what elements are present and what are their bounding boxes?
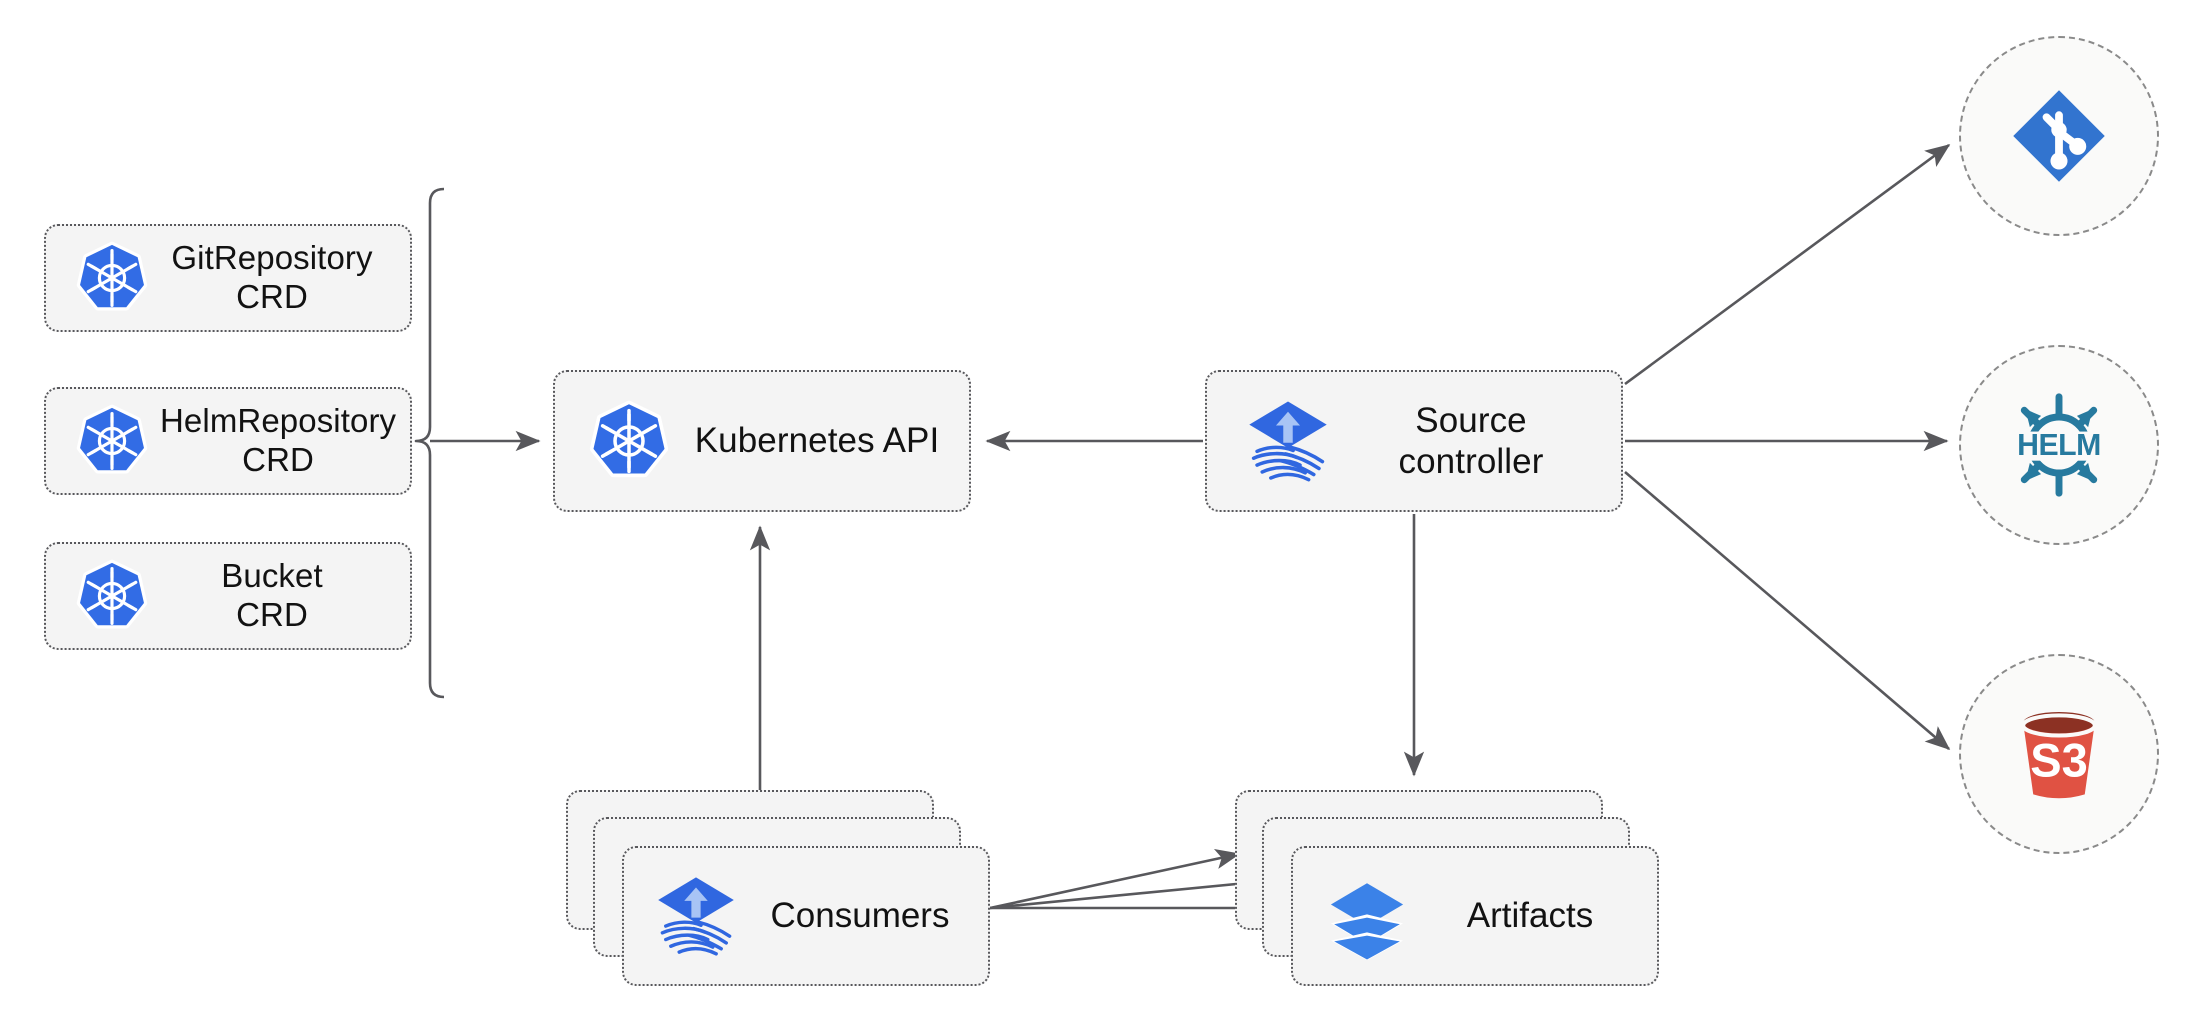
layers-icon [1315,875,1419,961]
node-label: Consumers [770,896,950,935]
node-label: Kubernetes API [694,421,940,461]
edge-consumers-to-artifacts-1 [989,849,1241,910]
edge-consumers-to-artifacts-2 [989,873,1269,910]
helm-icon: HELM [2003,389,2115,501]
backend-circle-git[interactable] [1959,36,2159,236]
svg-text:S3: S3 [2030,733,2088,786]
backend-circle-helm[interactable]: HELM [1959,345,2159,545]
edge-source-controller-to-s3 [1624,471,1951,751]
flux-icon [1233,398,1343,484]
node-source-controller[interactable]: Source controller [1205,370,1623,512]
kubernetes-icon [575,400,683,481]
artifacts-card-front[interactable]: Artifacts [1291,846,1659,986]
kubernetes-icon [64,404,160,477]
edge-source-controller-to-git [1624,143,1951,386]
kubernetes-icon [64,241,160,314]
crd-label: GitRepository CRD [171,239,373,315]
crd-box-bucket[interactable]: Bucket CRD [44,542,412,650]
kubernetes-icon [64,559,160,632]
node-kubernetes-api[interactable]: Kubernetes API [553,370,971,512]
s3-bucket-icon: S3 [2003,698,2115,810]
svg-text:HELM: HELM [2017,429,2101,462]
crd-box-helmrepository[interactable]: HelmRepository CRD [44,387,412,495]
backend-circle-s3[interactable]: S3 [1959,654,2159,854]
consumers-card-front[interactable]: Consumers [622,846,990,986]
crd-label: Bucket CRD [221,557,323,633]
crd-box-gitrepository[interactable]: GitRepository CRD [44,224,412,332]
flux-icon [644,874,748,958]
node-label: Source controller [1398,400,1544,481]
git-icon [2007,84,2111,188]
crd-label: HelmRepository CRD [160,402,397,478]
node-label: Artifacts [1466,896,1594,935]
